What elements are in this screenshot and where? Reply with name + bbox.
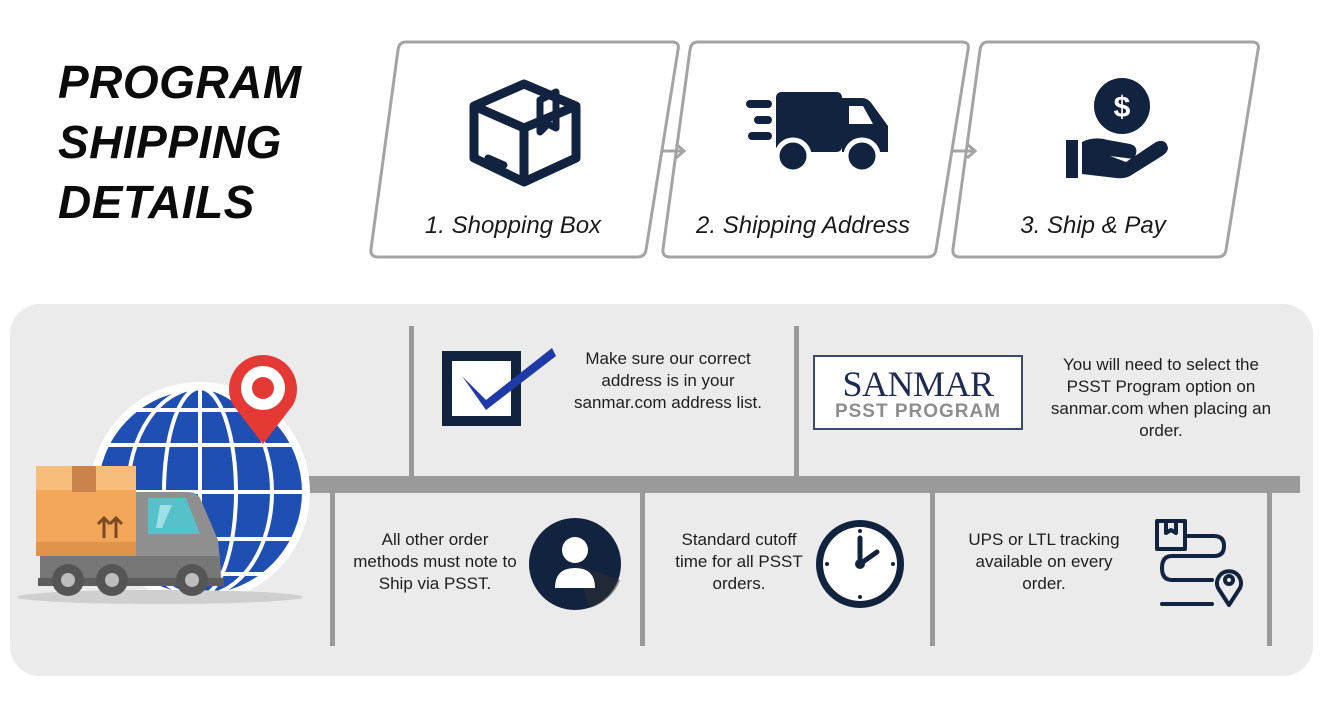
divider (306, 476, 1300, 493)
divider (330, 493, 335, 646)
location-pin-icon (229, 355, 297, 444)
psst-option-text: You will need to select the PSST Program… (1050, 355, 1272, 440)
divider (409, 326, 414, 476)
page-title: PROGRAM SHIPPING DETAILS (58, 52, 358, 232)
title-line-1: PROGRAM (58, 56, 302, 108)
arrow-icon (952, 142, 978, 160)
step-3-label: 3. Ship & Pay (1020, 212, 1166, 239)
divider (794, 326, 799, 476)
steps-row: $ 1. Shopping Box 2. Shipping Address 3.… (0, 0, 1323, 280)
arrow-icon (662, 142, 687, 160)
checkbox-icon (442, 348, 556, 426)
divider (930, 493, 935, 646)
box-icon (469, 79, 581, 187)
delivery-truck-icon (36, 466, 224, 596)
truck-shadow (17, 590, 303, 604)
title-line-3: DETAILS (58, 176, 255, 228)
svg-text:$: $ (1114, 91, 1131, 124)
step-1-label: 1. Shopping Box (424, 212, 602, 239)
logo-subtitle: PSST PROGRAM (834, 401, 1002, 422)
divider (640, 493, 645, 646)
step-2-frame (661, 40, 970, 259)
steps-frames (369, 40, 1260, 259)
clock-icon (816, 520, 904, 608)
truck-icon (746, 92, 888, 175)
cutoff-time-text: Standard cutoff time for all PSST orders… (675, 530, 803, 593)
sanmar-psst-logo: SANMAR PSST PROGRAM (813, 355, 1023, 430)
address-info-text: Make sure our correct address is in your… (573, 349, 762, 412)
title-line-2: SHIPPING (58, 116, 282, 168)
divider (1267, 493, 1272, 646)
logo-name: SANMAR (842, 364, 994, 404)
step-2-label: 2. Shipping Address (696, 212, 910, 239)
step-1-frame (369, 40, 680, 259)
tracking-icon (1155, 519, 1243, 607)
step-3-frame (951, 40, 1260, 259)
hand-dollar-icon: $ (1066, 78, 1168, 179)
tracking-text: UPS or LTL tracking available on every o… (968, 530, 1120, 593)
other-methods-text: All other order methods must note to Shi… (353, 530, 517, 593)
user-icon (529, 518, 621, 610)
